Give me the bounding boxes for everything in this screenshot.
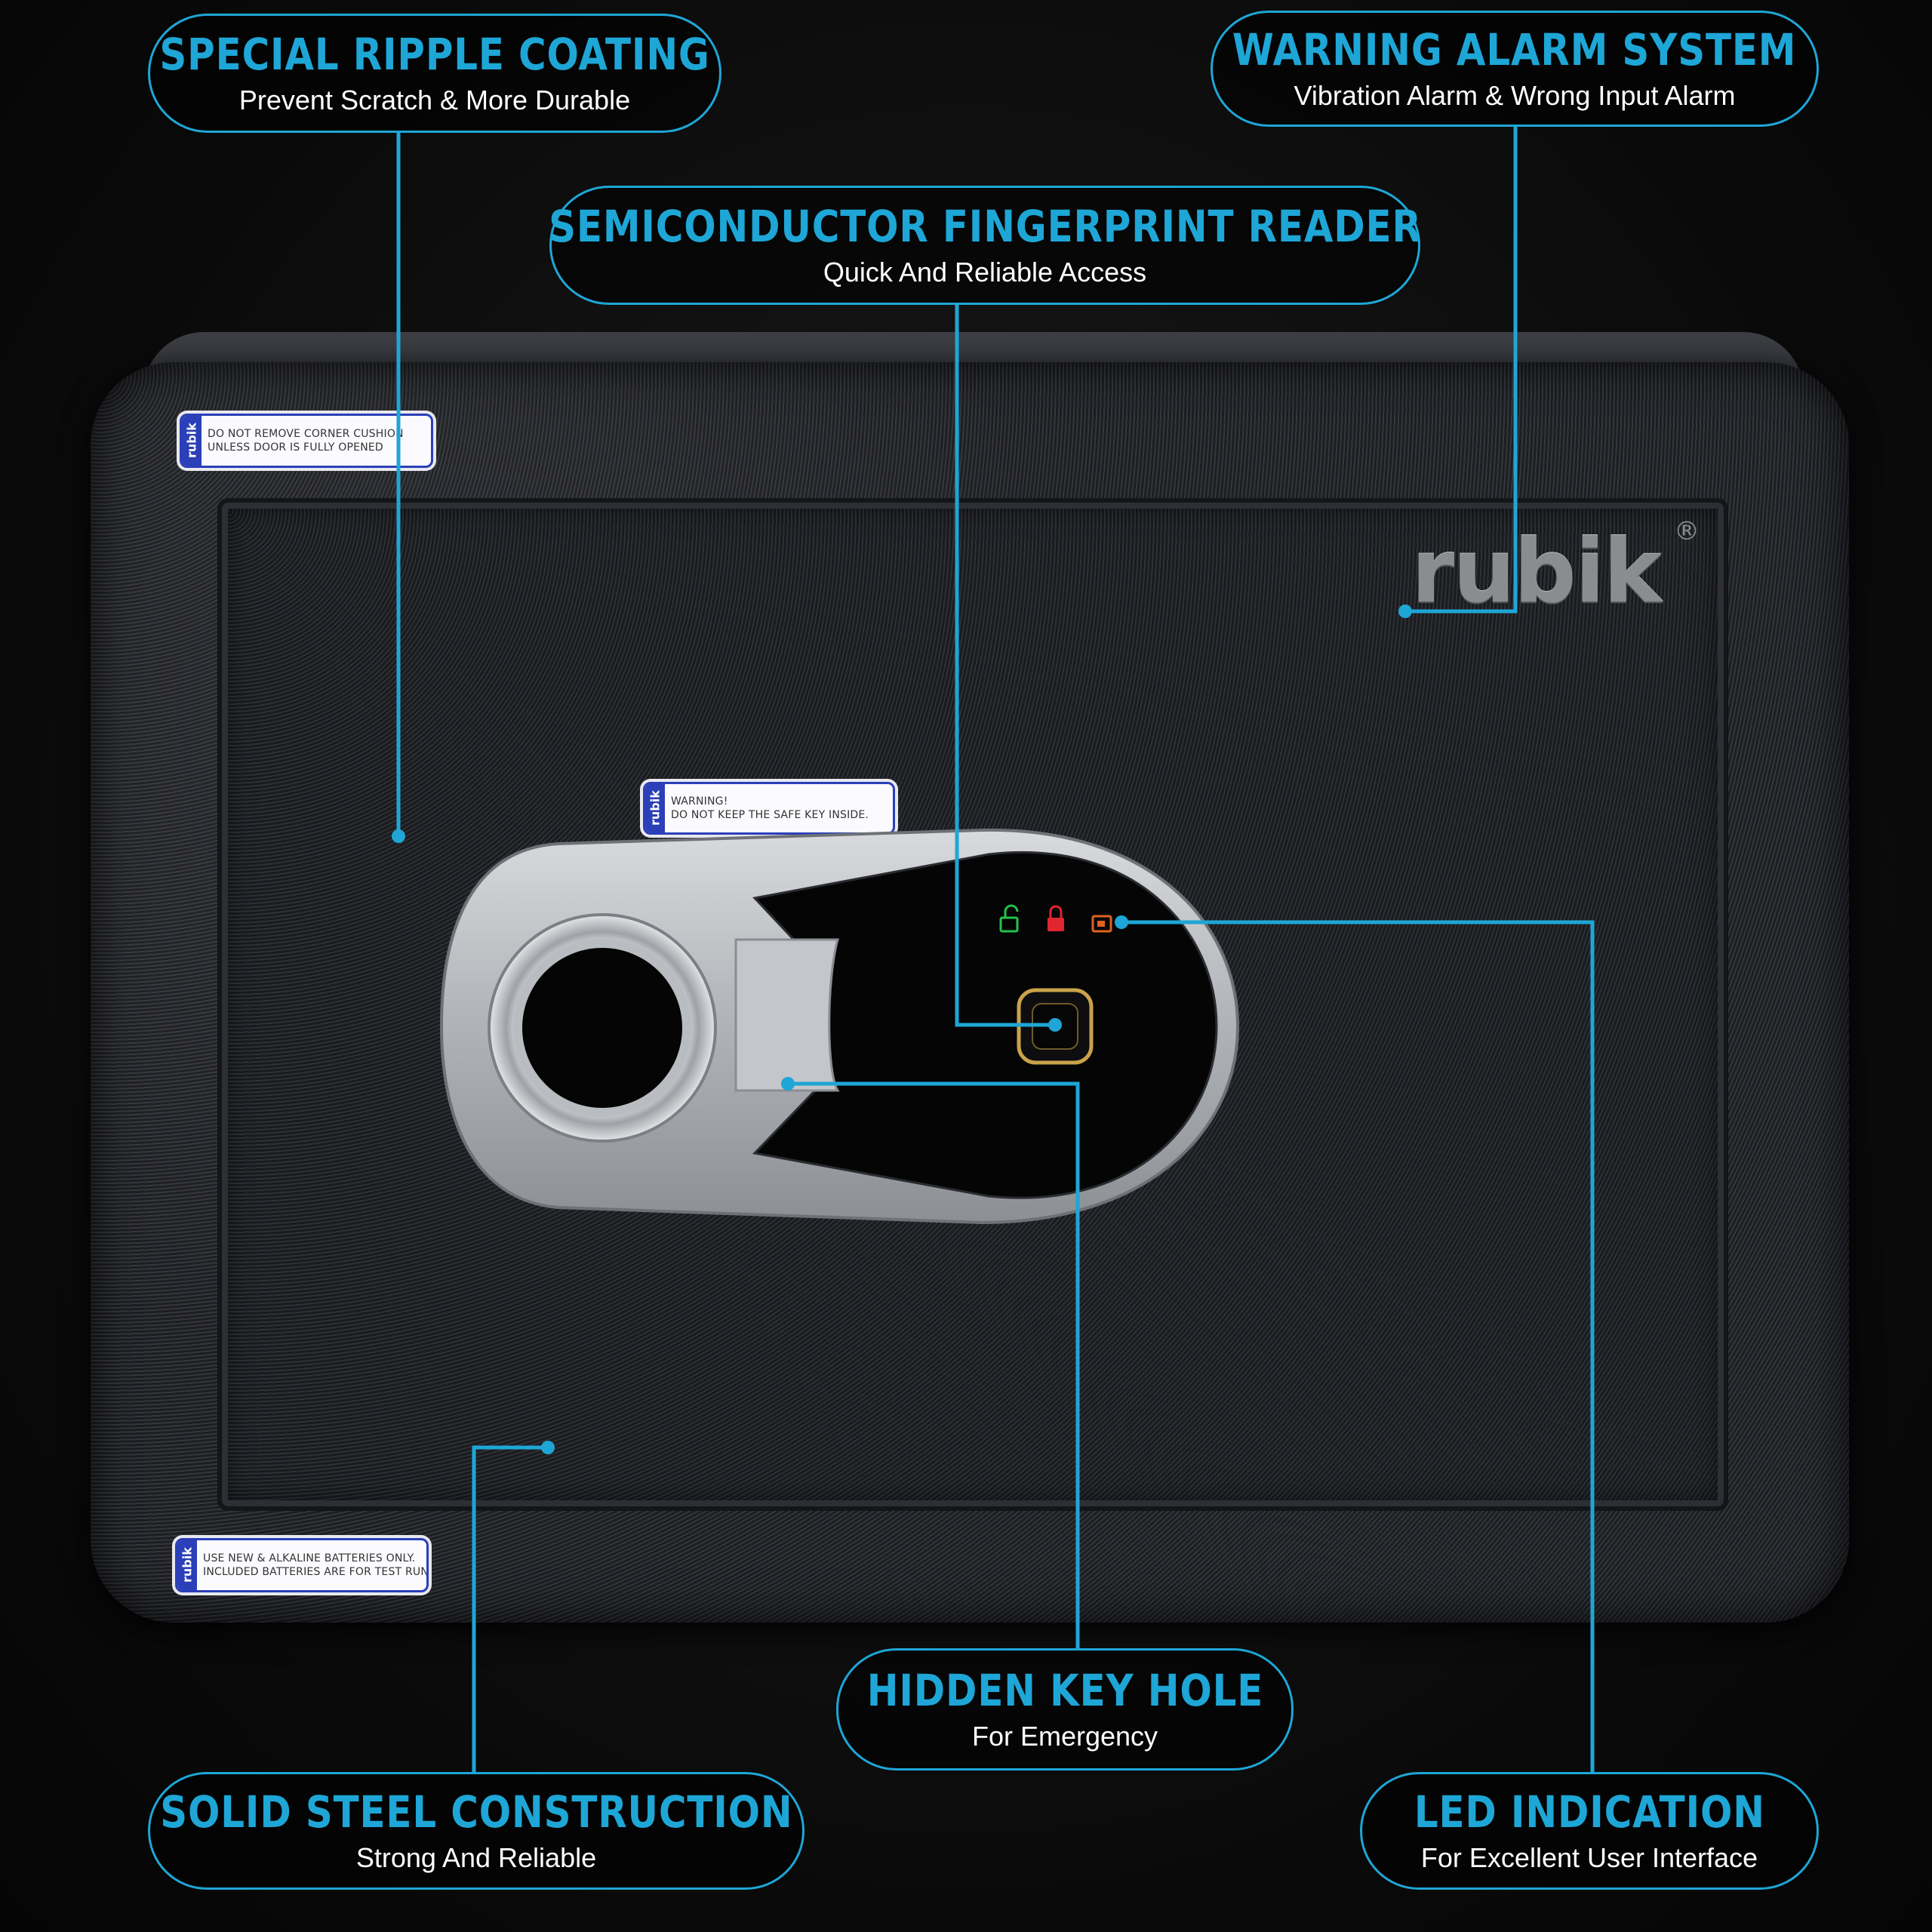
brand-logo: rubik <box>1411 521 1662 623</box>
brand-registered-mark: ® <box>1674 516 1700 546</box>
sticker-key-warning: rubik WARNING! DO NOT KEEP THE SAFE KEY … <box>643 782 895 835</box>
leader-key-hole <box>788 1081 1080 1648</box>
sticker-line: DO NOT KEEP THE SAFE KEY INSIDE. <box>671 809 869 821</box>
leader-dot <box>1115 915 1128 929</box>
callout-subtitle: Strong And Reliable <box>355 1842 597 1873</box>
callout-key-hole: HIDDEN KEY HOLE For Emergency <box>836 1648 1294 1770</box>
sticker-line: WARNING! <box>671 795 728 808</box>
unlock-icon <box>999 904 1019 933</box>
callout-fingerprint-reader: SEMICONDUCTOR FINGERPRINT READER Quick A… <box>549 186 1420 305</box>
leader-led <box>1121 920 1595 1772</box>
handle-knob-icon[interactable] <box>488 913 717 1143</box>
callout-ripple-coating: SPECIAL RIPPLE COATING Prevent Scratch &… <box>148 14 721 133</box>
callout-title: WARNING ALARM SYSTEM <box>1232 24 1797 75</box>
callout-subtitle: Prevent Scratch & More Durable <box>238 85 631 115</box>
leader-dot <box>541 1441 555 1454</box>
callout-subtitle: Quick And Reliable Access <box>823 257 1147 288</box>
leader-dot <box>1398 605 1412 618</box>
callout-steel-construction: SOLID STEEL CONSTRUCTION Strong And Reli… <box>148 1772 804 1890</box>
key-cover-plate <box>734 938 840 1092</box>
callout-alarm-system: WARNING ALARM SYSTEM Vibration Alarm & W… <box>1211 11 1819 127</box>
sticker-corner-cushion: rubik DO NOT REMOVE CORNER CUSHION UNLES… <box>180 414 433 468</box>
callout-title: SEMICONDUCTOR FINGERPRINT READER <box>548 201 1422 252</box>
callout-title: SPECIAL RIPPLE COATING <box>159 29 710 80</box>
callout-subtitle: For Excellent User Interface <box>1420 1842 1758 1873</box>
lock-icon <box>1048 905 1064 931</box>
leader-dot <box>392 829 405 843</box>
callout-subtitle: Vibration Alarm & Wrong Input Alarm <box>1294 80 1736 111</box>
sticker-batteries: rubik USE NEW & ALKALINE BATTERIES ONLY.… <box>175 1538 429 1592</box>
sticker-line: DO NOT REMOVE CORNER CUSHION <box>208 428 404 440</box>
leader-alarm-system <box>1405 127 1518 614</box>
callout-title: LED INDICATION <box>1414 1786 1765 1838</box>
callout-title: SOLID STEEL CONSTRUCTION <box>159 1786 793 1838</box>
callout-subtitle: For Emergency <box>971 1721 1158 1752</box>
leader-steel <box>472 1445 548 1772</box>
callout-led-indication: LED INDICATION For Excellent User Interf… <box>1360 1772 1819 1890</box>
sticker-line: INCLUDED BATTERIES ARE FOR TEST RUN. <box>203 1566 429 1578</box>
leader-fingerprint <box>955 305 1055 1027</box>
leader-dot <box>781 1077 795 1091</box>
leader-dot <box>1048 1018 1062 1032</box>
sticker-line: UNLESS DOOR IS FULLY OPENED <box>208 441 383 454</box>
callout-title: HIDDEN KEY HOLE <box>866 1665 1263 1716</box>
battery-icon <box>1091 915 1112 933</box>
sticker-line: USE NEW & ALKALINE BATTERIES ONLY. <box>203 1552 416 1564</box>
